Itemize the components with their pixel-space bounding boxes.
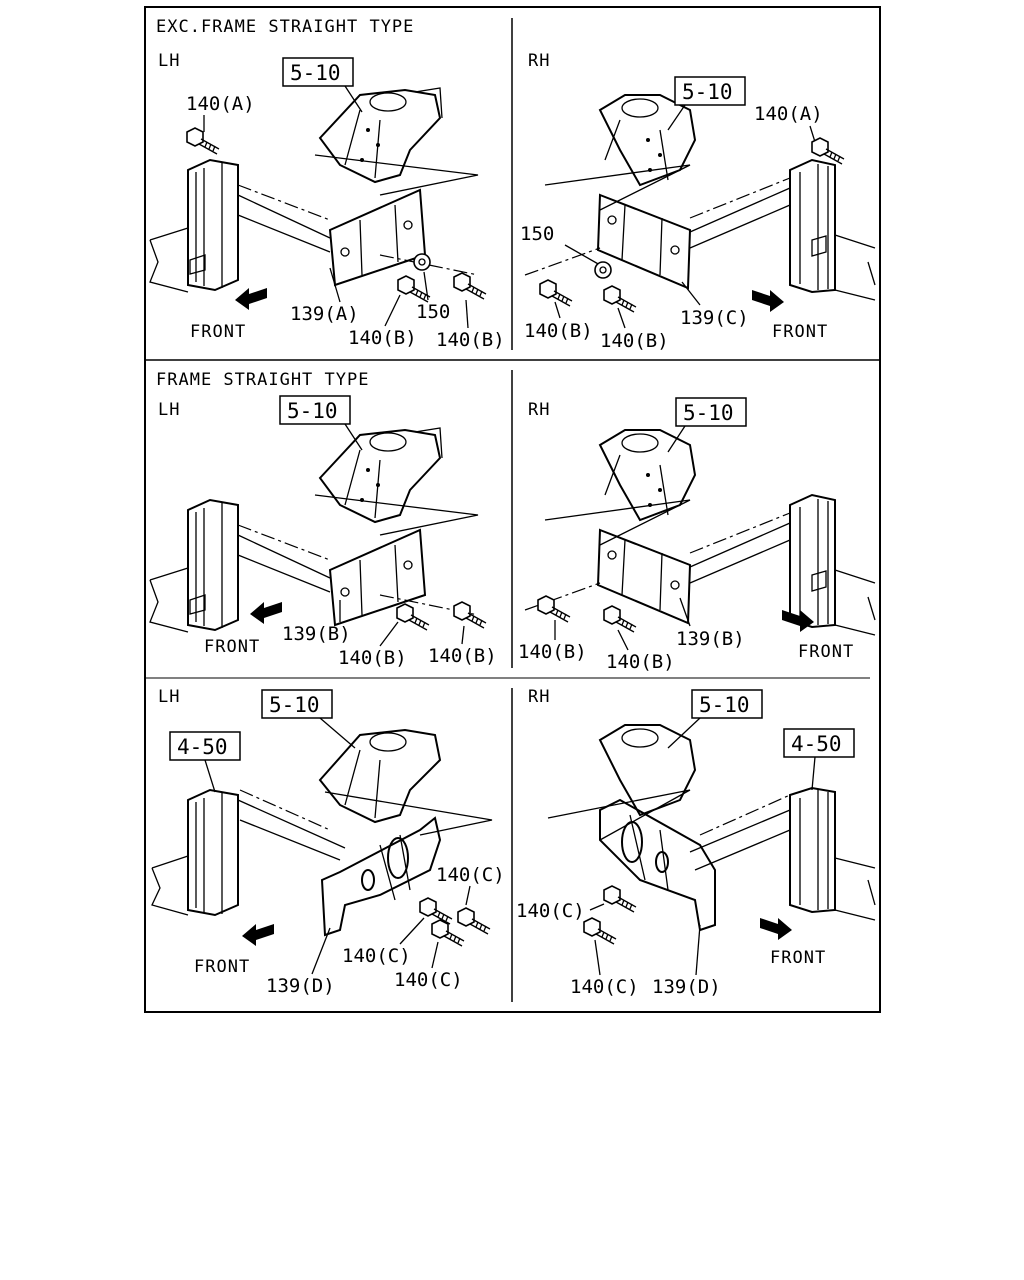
part-label: 140(B) <box>436 329 505 351</box>
section-3-lh-label: LH <box>158 687 180 707</box>
ref-box <box>279 395 351 425</box>
bolt-icon <box>453 272 487 300</box>
part-label: 140(B) <box>518 641 587 663</box>
part-label: 140(C) <box>342 945 411 967</box>
bolt-icon <box>603 285 637 313</box>
part-label: 140(C) <box>570 976 639 998</box>
bolt-icon <box>539 279 573 307</box>
part-label: 150 <box>416 301 450 323</box>
part-label: 140(B) <box>524 320 593 342</box>
bolt-icon <box>537 595 571 623</box>
part-label: 139(A) <box>290 303 359 325</box>
section-1-rh-assembly <box>524 94 876 301</box>
part-label: 140(B) <box>428 645 497 667</box>
front-label: FRONT <box>770 948 826 968</box>
part-label: 140(B) <box>606 651 675 673</box>
ref-box <box>675 397 747 427</box>
section-3-lh-assembly <box>151 728 493 936</box>
bolt-icon <box>431 919 465 947</box>
bolt-icon <box>396 603 430 631</box>
part-label: 140(C) <box>436 864 505 886</box>
front-arrow-icon <box>242 924 274 946</box>
front-label: FRONT <box>798 642 854 662</box>
section-2-lh-assembly <box>149 427 479 633</box>
part-label: 140(A) <box>186 93 255 115</box>
bolt-icon <box>419 897 453 925</box>
bolt-icon <box>457 907 491 935</box>
ref-box <box>691 689 763 719</box>
part-label: 140(C) <box>394 969 463 991</box>
diagram-border <box>144 6 881 1013</box>
bolt-icon <box>186 127 220 155</box>
part-label: 139(B) <box>282 623 351 645</box>
front-label: FRONT <box>190 322 246 342</box>
section-3-rh-label: RH <box>528 687 550 707</box>
ref-5-10: 5-10 <box>290 61 341 85</box>
front-arrow-icon <box>782 610 814 632</box>
part-label: 140(B) <box>338 647 407 669</box>
part-label: 139(B) <box>676 628 745 650</box>
ref-box <box>783 728 855 758</box>
section-1-rh-label: RH <box>528 51 550 71</box>
ref-box <box>261 689 333 719</box>
front-arrow-icon <box>760 918 792 940</box>
ref-4-50: 4-50 <box>791 732 842 756</box>
ref-4-50: 4-50 <box>177 735 228 759</box>
ref-5-10: 5-10 <box>699 693 750 717</box>
section-2-rh-assembly <box>524 429 876 636</box>
part-label: 140(C) <box>516 900 585 922</box>
section-1-lh-label: LH <box>158 51 180 71</box>
ref-box <box>169 731 241 761</box>
ref-box <box>282 57 354 87</box>
section-2-lh-label: LH <box>158 400 180 420</box>
ref-box <box>674 76 746 106</box>
part-label: 140(B) <box>600 330 669 352</box>
part-label: 140(A) <box>754 103 823 125</box>
bolt-icon <box>453 601 487 629</box>
part-label: 139(D) <box>652 976 721 998</box>
ref-5-10: 5-10 <box>269 693 320 717</box>
ref-5-10: 5-10 <box>682 80 733 104</box>
front-arrow-icon <box>235 288 267 310</box>
section-2-rh-label: RH <box>528 400 550 420</box>
part-label: 139(D) <box>266 975 335 997</box>
section-1-title: EXC.FRAME STRAIGHT TYPE <box>156 17 414 37</box>
front-arrow-icon <box>250 602 282 624</box>
part-label: 139(C) <box>680 307 749 329</box>
ref-5-10: 5-10 <box>683 401 734 425</box>
front-label: FRONT <box>204 637 260 657</box>
front-arrow-icon <box>752 290 784 312</box>
section-2-title: FRAME STRAIGHT TYPE <box>156 370 369 390</box>
nut-icon <box>594 261 612 279</box>
nut-icon <box>413 253 431 271</box>
front-label: FRONT <box>194 957 250 977</box>
bolt-icon <box>603 605 637 633</box>
ref-5-10: 5-10 <box>287 399 338 423</box>
bolt-icon <box>603 885 637 913</box>
part-label: 150 <box>520 223 554 245</box>
part-label: 140(B) <box>348 327 417 349</box>
bolt-icon <box>583 917 617 945</box>
front-label: FRONT <box>772 322 828 342</box>
